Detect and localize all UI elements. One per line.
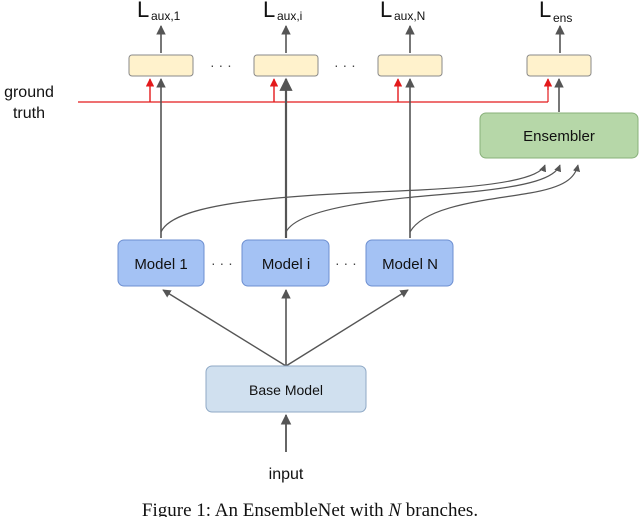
loss-subscript: aux,1 [151,9,181,23]
caption-suffix: branches. [401,500,478,517]
ground-truth-label-line2: truth [13,105,45,122]
loss-subscript: aux,N [394,9,425,23]
model-n-box [365,239,454,287]
loss-symbol: L [380,0,392,22]
loss-box-n [377,54,443,77]
model-i-to-ensembler-arrow [285,164,562,233]
model-n-to-ensembler-arrow [409,164,581,233]
ellipsis-models-left: · · · [211,255,233,271]
caption-variable: N [387,500,402,517]
ellipsis-top-right: · · · [334,57,356,73]
model-1-label: Model 1 [134,256,187,273]
base-model-box [205,365,367,413]
loss-label-aux-i: L aux,i [263,0,302,23]
model-1-to-ensembler-arrow [160,164,547,233]
loss-subscript: aux,i [277,9,302,23]
ellipsis-top-left: · · · [210,57,232,73]
ensembler-box [479,112,639,159]
loss-box-i [253,54,319,77]
loss-subscript: ens [553,11,572,25]
loss-box-ens [526,54,592,77]
base-to-model-1-arrow [162,289,287,367]
loss-box-1 [128,54,194,77]
model-i-box [241,239,330,287]
ellipsis-models-right: · · · [335,255,357,271]
caption-prefix: Figure 1: An EnsembleNet with [142,500,388,517]
base-to-model-n-arrow [285,289,409,367]
loss-label-aux-1: L aux,1 [137,0,181,23]
base-model-label: Base Model [249,382,323,398]
loss-symbol: L [539,0,551,22]
loss-label-aux-n: L aux,N [380,0,425,23]
loss-symbol: L [137,0,149,22]
model-1-box [117,239,205,287]
input-label: input [269,466,304,483]
model-i-label: Model i [262,256,310,273]
model-n-label: Model N [382,256,438,273]
loss-label-ens: L ens [539,0,572,25]
ground-truth-label-line1: ground [4,84,54,101]
ensembler-label: Ensembler [523,128,595,145]
figure-caption: Figure 1: An EnsembleNet with N branches… [142,500,478,517]
loss-symbol: L [263,0,275,22]
